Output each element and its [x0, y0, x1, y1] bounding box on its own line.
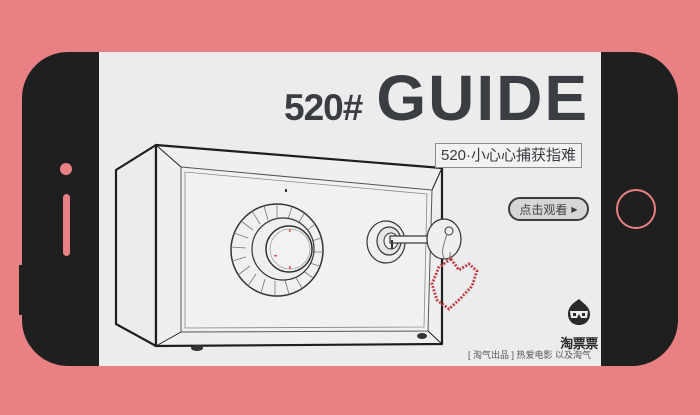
safe-illustration	[114, 143, 479, 351]
key-lock	[366, 218, 462, 264]
pixel-heart-keychain	[430, 256, 479, 311]
watch-now-label: 点击观看	[519, 202, 568, 217]
phone-side-button	[19, 265, 25, 315]
play-triangle-icon: ▶	[571, 204, 578, 214]
brand-name: 淘票票	[560, 336, 598, 351]
headline-title: GUIDE	[376, 62, 589, 134]
taopiaopiao-mascot-glasses-icon	[568, 299, 590, 325]
speaker-slot	[63, 194, 70, 256]
home-button[interactable]	[616, 189, 656, 229]
headline: 520# GUIDE	[284, 66, 589, 130]
subtitle-box: 520·小心心捕获指难	[435, 143, 583, 168]
banner-screen[interactable]: 520# GUIDE 520·小心心捕获指难 点击观看 ▶ 淘票票 [ 淘气出品…	[99, 52, 601, 366]
brand-logo: 淘票票	[554, 297, 601, 352]
front-camera-dot	[60, 163, 72, 175]
watch-now-button[interactable]: 点击观看 ▶	[508, 197, 589, 221]
headline-number: 520#	[284, 87, 363, 128]
dial	[230, 189, 324, 297]
tagline: [ 淘气出品 ] 热爱电影 以及淘气	[467, 350, 591, 360]
